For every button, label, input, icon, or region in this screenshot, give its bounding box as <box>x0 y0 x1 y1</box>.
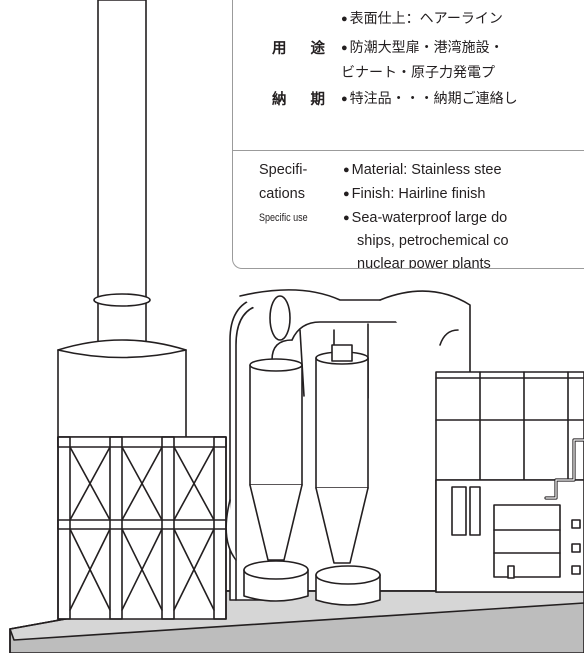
section-divider <box>233 150 584 151</box>
collection-hoppers <box>225 499 381 606</box>
spec-jp-delivery: ●特注品・・・納期ご連絡し <box>341 90 518 106</box>
steel-support-frame <box>57 436 227 620</box>
spec-en-material: ●Material: Stainless stee <box>343 162 502 178</box>
spec-en-use-line2: ships, petrochemical co <box>357 233 509 249</box>
cyclone-separators <box>249 344 369 564</box>
chimney-stack <box>57 0 187 447</box>
spec-en-label-line3: Specific use <box>259 212 308 224</box>
spec-jp-use-line1: ●防潮大型扉・港湾施設・ <box>341 39 504 55</box>
spec-en-use-line1: ●Sea-waterproof large do <box>343 210 508 226</box>
specification-panel: ●表面仕上：ヘアーライン 用 途 ●防潮大型扉・港湾施設・ ビナート・原子力発電… <box>232 0 584 269</box>
spec-en-finish: ●Finish: Hairline finish <box>343 186 486 202</box>
spec-jp-finish: ●表面仕上：ヘアーライン <box>341 10 503 26</box>
spec-jp-use-line2: ビナート・原子力発電プ <box>341 64 495 80</box>
spec-jp-use-label-outside: 用 途 <box>272 41 336 57</box>
spec-en-label-line1: Specifi- <box>259 162 308 178</box>
spec-en-use-line3: nuclear power plants <box>357 256 491 269</box>
spec-jp-delivery-label: 納 期 <box>272 92 336 108</box>
spec-en-label-line2: cations <box>259 186 305 202</box>
dust-collector-unit <box>435 371 584 593</box>
